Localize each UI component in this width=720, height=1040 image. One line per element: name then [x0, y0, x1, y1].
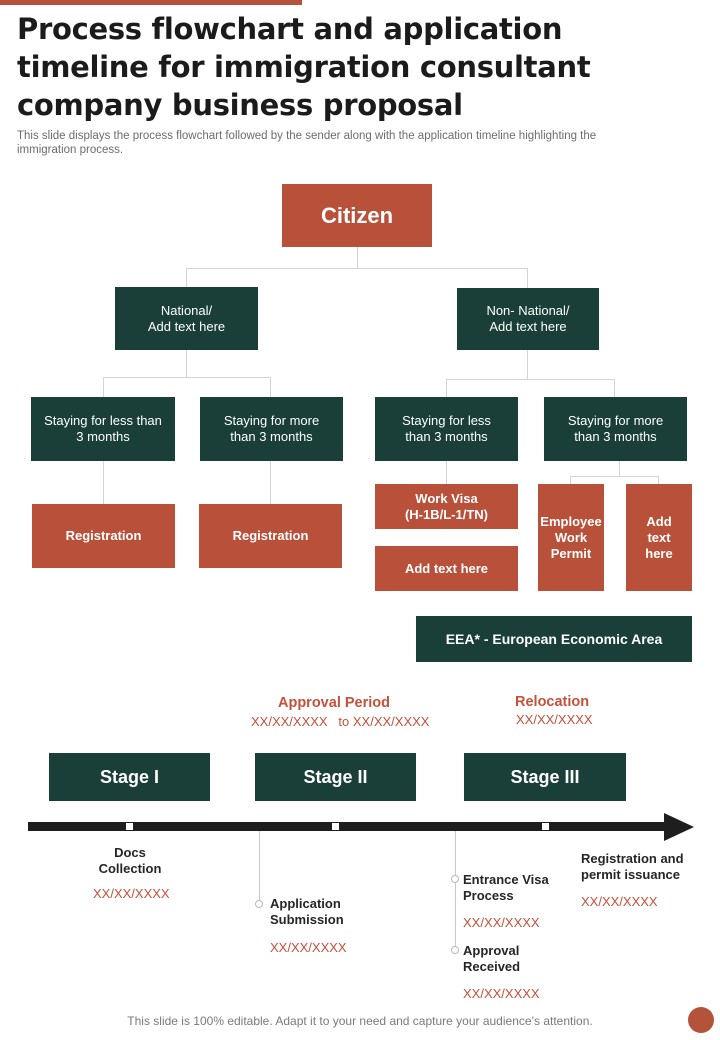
timeline-connector [455, 831, 456, 949]
entrance-visa-process-date: XX/XX/XXXX [463, 915, 540, 930]
timeline-dot [451, 875, 459, 883]
timeline-marker [331, 822, 340, 831]
citizen-box: Citizen [282, 184, 432, 247]
connector [619, 460, 620, 476]
timeline-arrow-line [28, 822, 674, 831]
connector [570, 476, 571, 484]
registration-box-2: Registration [199, 504, 342, 568]
accent-bar [0, 0, 302, 5]
connector [103, 460, 104, 504]
timeline-marker [125, 822, 134, 831]
docs-collection-label: Docs Collection [98, 845, 162, 876]
approval-period-label: Approval Period [278, 695, 390, 711]
page-subtitle: This slide displays the process flowchar… [17, 130, 597, 156]
connector [527, 268, 528, 288]
work-visa-box: Work Visa (H-1B/L-1/TN) [375, 484, 518, 529]
page-title: Process flowchart and application timeli… [17, 12, 591, 122]
stage-1-box: Stage I [49, 753, 210, 801]
timeline-dot [255, 900, 263, 908]
national-less-3-months-box: Staying for less than 3 months [31, 397, 175, 461]
connector [446, 379, 447, 397]
stage-2-box: Stage II [255, 753, 416, 801]
approval-received-date: XX/XX/XXXX [463, 986, 540, 1001]
connector [186, 268, 528, 269]
eea-note-box: EEA* - European Economic Area [416, 616, 692, 662]
connector [446, 460, 447, 484]
connector [186, 350, 187, 377]
registration-box-1: Registration [32, 504, 175, 568]
docs-collection-date: XX/XX/XXXX [93, 886, 170, 901]
national-box: National/ Add text here [115, 287, 258, 350]
registration-permit-date: XX/XX/XXXX [581, 894, 658, 909]
relocation-date: XX/XX/XXXX [516, 712, 593, 727]
entrance-visa-process-label: Entrance Visa Process [463, 872, 549, 903]
application-submission-label: Application Submission [270, 896, 344, 927]
footer-note: This slide is 100% editable. Adapt it to… [127, 1014, 593, 1028]
connector [357, 247, 358, 269]
stage-3-box: Stage III [464, 753, 626, 801]
connector [570, 476, 659, 477]
connector [186, 268, 187, 288]
connector [103, 377, 271, 378]
employee-work-permit-box: Employee Work Permit [538, 484, 604, 591]
timeline-connector [259, 831, 260, 903]
connector [614, 379, 615, 397]
add-text-box: Add text here [375, 546, 518, 591]
connector [103, 377, 104, 397]
non-national-more-3-months-box: Staying for more than 3 months [544, 397, 687, 461]
add-text-box-2: Add text here [626, 484, 692, 591]
application-submission-date: XX/XX/XXXX [270, 940, 347, 955]
relocation-label: Relocation [515, 694, 590, 710]
connector [270, 460, 271, 504]
connector [527, 350, 528, 379]
non-national-box: Non- National/ Add text here [457, 288, 599, 350]
timeline-arrowhead-icon [664, 813, 694, 841]
connector [446, 379, 615, 380]
decorative-circle [688, 1007, 714, 1033]
connector [270, 377, 271, 397]
approval-period-dates: XX/XX/XXXX to XX/XX/XXXX [251, 714, 430, 729]
non-national-less-3-months-box: Staying for less than 3 months [375, 397, 518, 461]
registration-permit-label: Registration and permit issuance [581, 851, 684, 882]
connector [658, 476, 659, 484]
national-more-3-months-box: Staying for more than 3 months [200, 397, 343, 461]
approval-received-label: Approval Received [463, 943, 521, 974]
timeline-dot [451, 946, 459, 954]
timeline-marker [541, 822, 550, 831]
